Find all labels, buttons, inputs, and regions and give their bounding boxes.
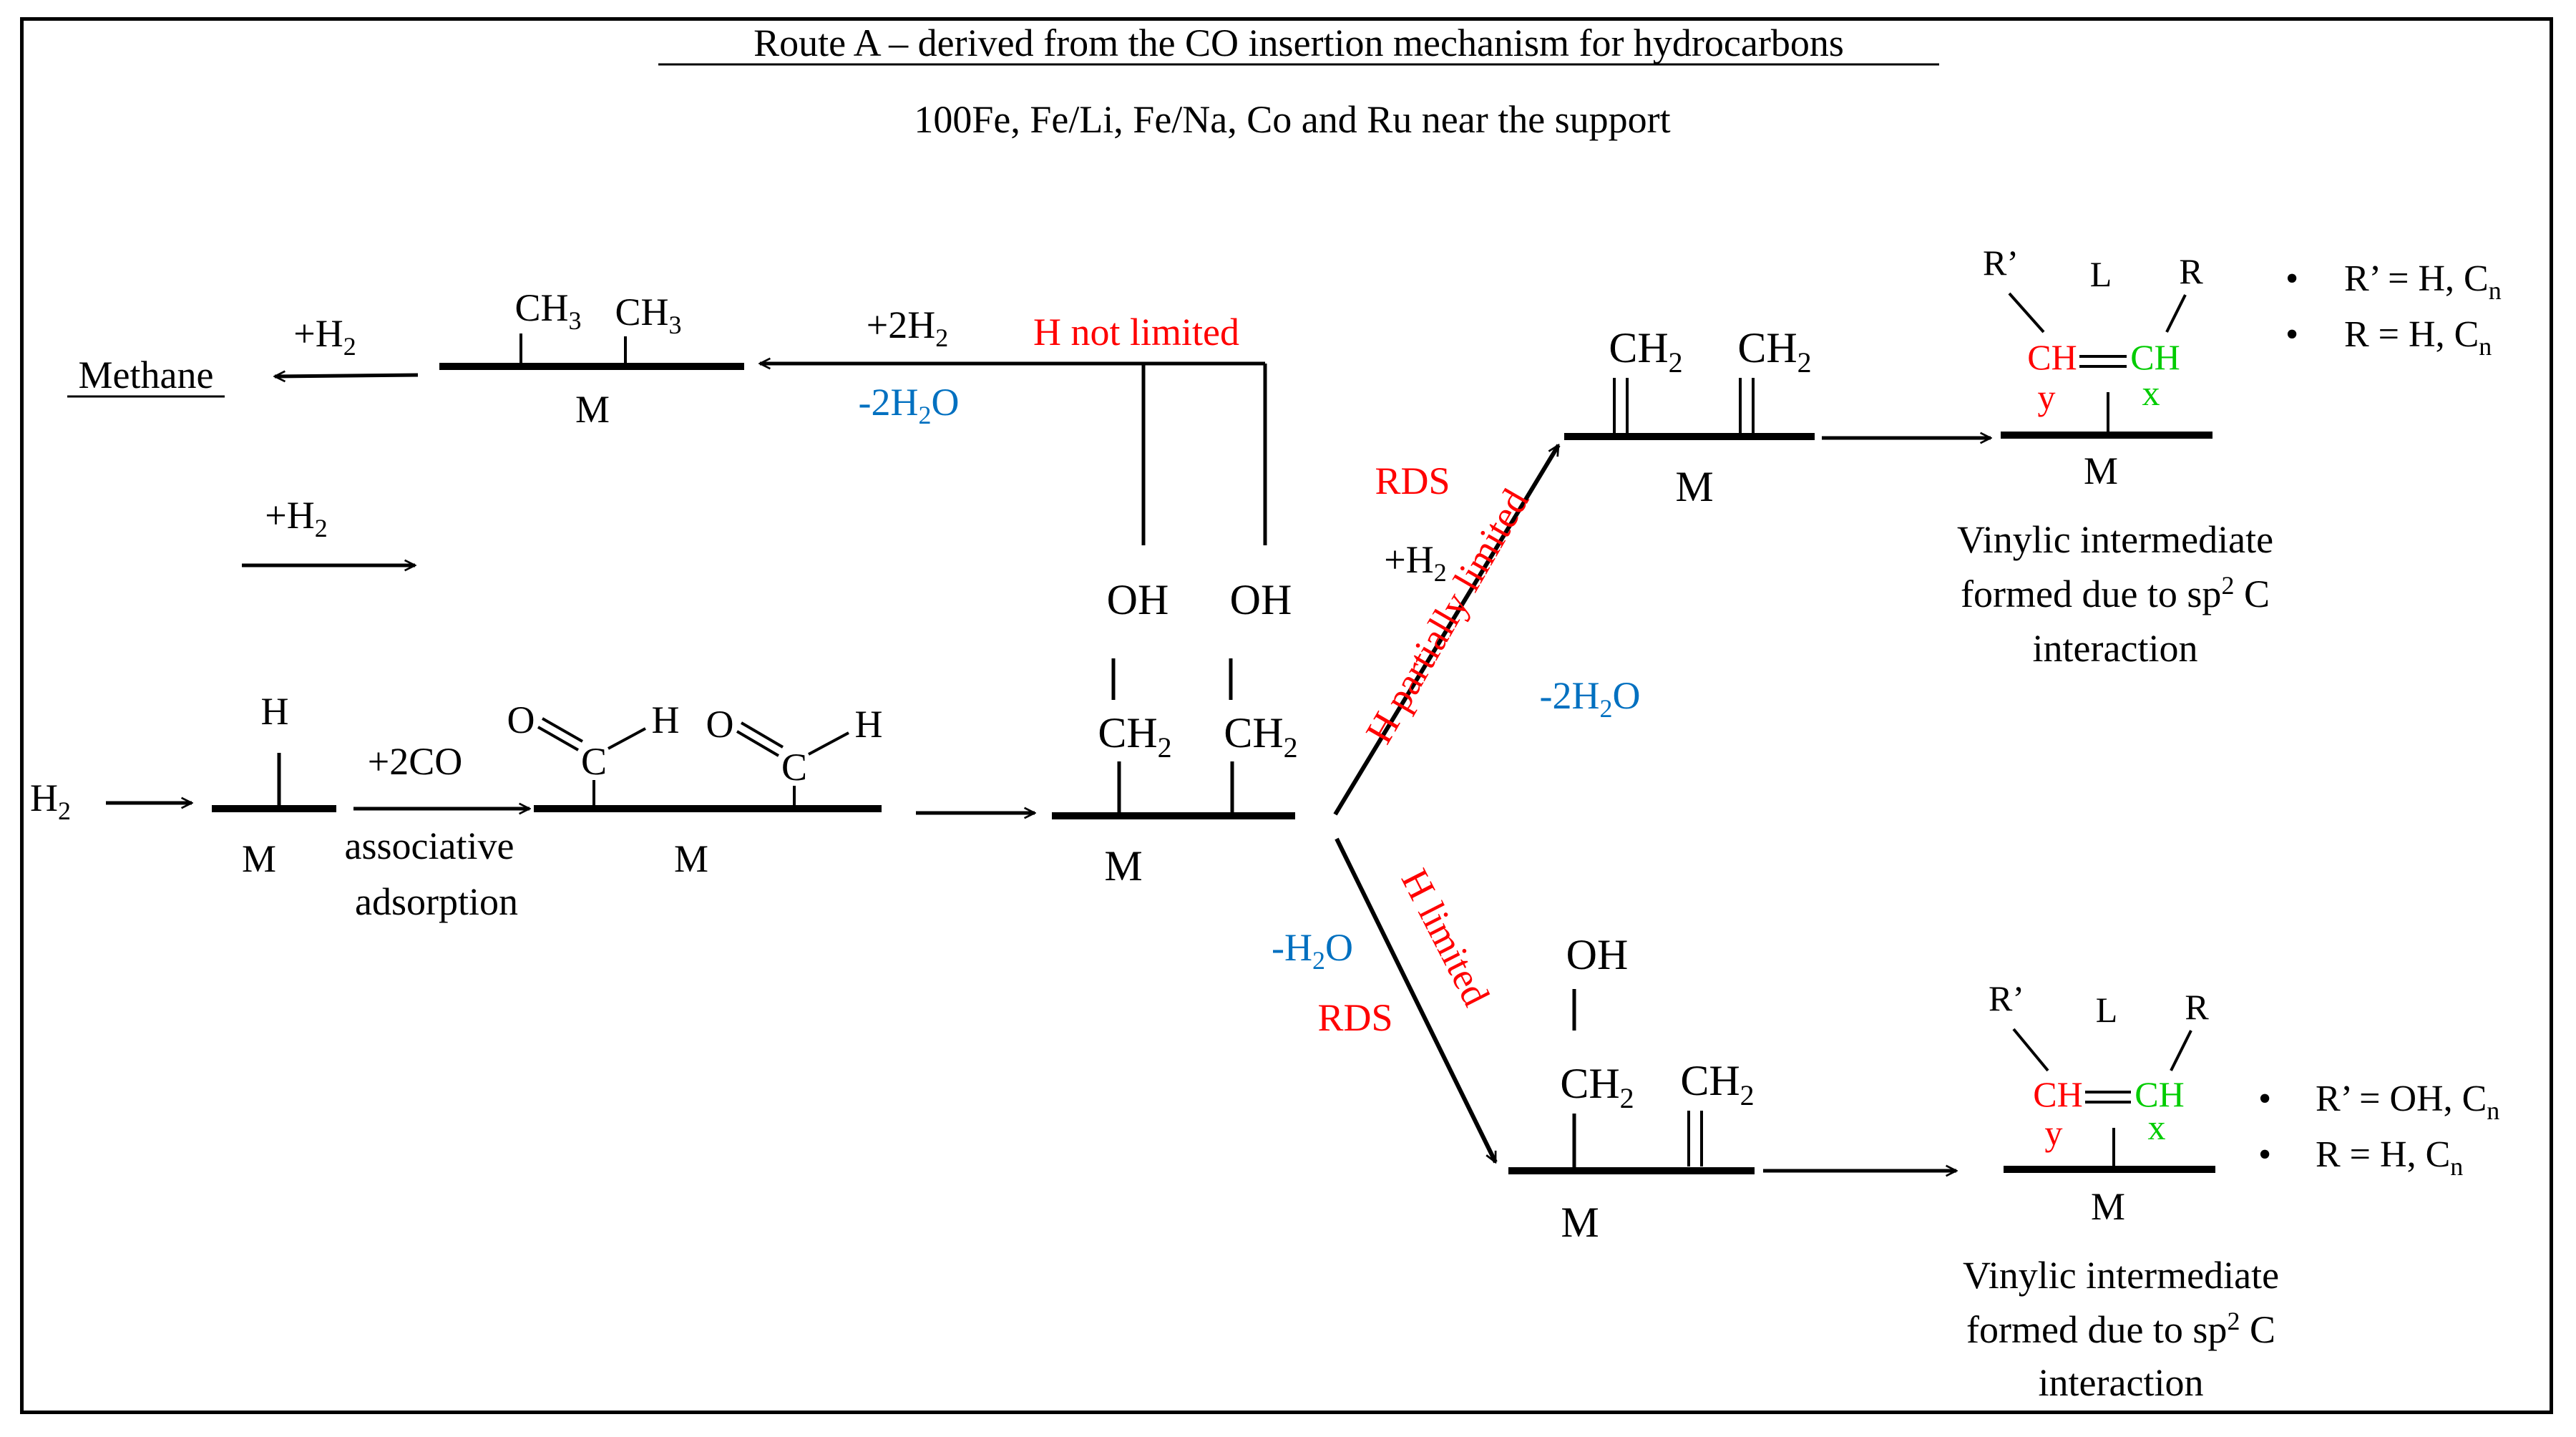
carbon-atom-2: C <box>781 746 807 789</box>
methane-arrow <box>275 375 419 376</box>
vinylic-text-bottom-1: Vinylic intermediate <box>1963 1254 2279 1297</box>
h-not-limited-label: H not limited <box>1033 311 1239 354</box>
oh-group-3: OH <box>1566 931 1629 978</box>
diagram-title: Route A – derived from the CO insertion … <box>753 21 1844 64</box>
r-prime-bond-top <box>2008 292 2045 333</box>
h-atom-1: H <box>261 690 289 733</box>
diagram-subtitle: 100Fe, Fe/Li, Fe/Na, Co and Ru near the … <box>914 98 1670 141</box>
plus-h2-label-upper: +H2 <box>1384 538 1446 587</box>
metal-label-3: M <box>1104 842 1142 890</box>
plus-h2-label-methane: +H2 <box>293 312 356 361</box>
methane-label: Methane <box>79 354 214 396</box>
metal-label-5: M <box>1675 463 1713 510</box>
ch3-group-2: CH3 <box>615 291 681 339</box>
ch2-group-6: CH2 <box>1680 1057 1754 1111</box>
ch2-group-3: CH2 <box>1609 324 1682 379</box>
y-label-bottom: y <box>2045 1113 2063 1153</box>
co-double-bond-2b <box>740 721 784 749</box>
ch-red-top: CH <box>2027 337 2077 377</box>
vinylic-text-bottom-2: formed due to sp2 C <box>1966 1307 2275 1351</box>
plus-2co-label: +2CO <box>368 740 462 783</box>
co-double-bond-2a <box>736 730 780 757</box>
oxygen-atom-2: O <box>706 703 734 746</box>
ch-red-bottom: CH <box>2033 1074 2082 1114</box>
r-prime-bond-bottom <box>2012 1028 2049 1072</box>
ch-bond-1 <box>608 727 646 750</box>
h-partially-limited-label: H partially limited <box>1357 482 1537 750</box>
h-limited-arrow <box>1335 837 1498 1162</box>
ch2-group-5: CH2 <box>1560 1060 1634 1114</box>
bullet-top-2: •R = H, Cn <box>2285 314 2492 361</box>
ch-green-top: CH <box>2130 337 2180 377</box>
bullet-bottom-1: •R’ = OH, Cn <box>2258 1078 2499 1125</box>
vinylic-text-top-3: interaction <box>2033 627 2198 670</box>
carbon-atom-1: C <box>581 740 607 783</box>
rds-label-top: RDS <box>1375 459 1450 502</box>
minus-h2o-label: -H2O <box>1272 926 1353 975</box>
r-label-bottom: R <box>2185 987 2209 1027</box>
vinylic-text-top-2: formed due to sp2 C <box>1961 571 2270 615</box>
r-bond-bottom <box>2170 1030 2192 1071</box>
plus-h2-label-legend: +H2 <box>265 494 327 542</box>
r-bond-top <box>2165 294 2187 333</box>
r-prime-label-top: R’ <box>1983 243 2019 283</box>
y-label-top: y <box>2038 377 2056 417</box>
ch2-group-4: CH2 <box>1737 324 1811 379</box>
co-double-bond-1b <box>542 717 583 743</box>
ch2-group-2: CH2 <box>1224 709 1297 764</box>
associative-label-line2: adsorption <box>355 880 518 923</box>
oh-group-1: OH <box>1107 576 1169 623</box>
plus-2h2-label: +2H2 <box>867 303 948 352</box>
co-double-bond-1a <box>537 726 579 751</box>
r-label-top: R <box>2179 251 2203 291</box>
bullet-bottom-2: •R = H, Cn <box>2258 1134 2463 1181</box>
metal-label-4: M <box>575 388 610 431</box>
minus-2h2o-label-upper: -2H2O <box>1540 674 1641 723</box>
h-atom-formyl-1: H <box>652 698 680 741</box>
h2-feed-label: H2 <box>30 776 71 825</box>
associative-label-line1: associative <box>345 824 514 867</box>
bullet-top-1: •R’ = H, Cn <box>2285 258 2502 305</box>
l-label-top: L <box>2090 254 2112 294</box>
l-label-bottom: L <box>2096 990 2118 1030</box>
ch-bond-2 <box>808 731 849 756</box>
vinylic-text-top-1: Vinylic intermediate <box>1957 518 2273 561</box>
minus-2h2o-label-top: -2H2O <box>859 381 960 429</box>
ch-green-bottom: CH <box>2135 1074 2184 1114</box>
metal-label-8: M <box>2091 1185 2125 1228</box>
metal-label-7: M <box>1561 1199 1599 1246</box>
h-partially-limited-arrow <box>1333 445 1561 816</box>
oh-group-2: OH <box>1230 576 1292 623</box>
vinylic-text-bottom-3: interaction <box>2039 1361 2204 1404</box>
diagram-frame <box>20 17 2553 1414</box>
h-atom-formyl-2: H <box>855 703 883 746</box>
ch2-group-1: CH2 <box>1098 709 1171 764</box>
x-label-bottom: x <box>2148 1107 2166 1147</box>
metal-label-2: M <box>674 837 708 880</box>
x-label-top: x <box>2142 373 2160 413</box>
metal-label-6: M <box>2084 449 2118 492</box>
r-prime-label-bottom: R’ <box>1989 978 2024 1018</box>
rds-label-bottom: RDS <box>1317 996 1392 1039</box>
ch3-group-1: CH3 <box>514 286 581 335</box>
oxygen-atom-1: O <box>507 698 535 741</box>
metal-label-1: M <box>242 837 276 880</box>
